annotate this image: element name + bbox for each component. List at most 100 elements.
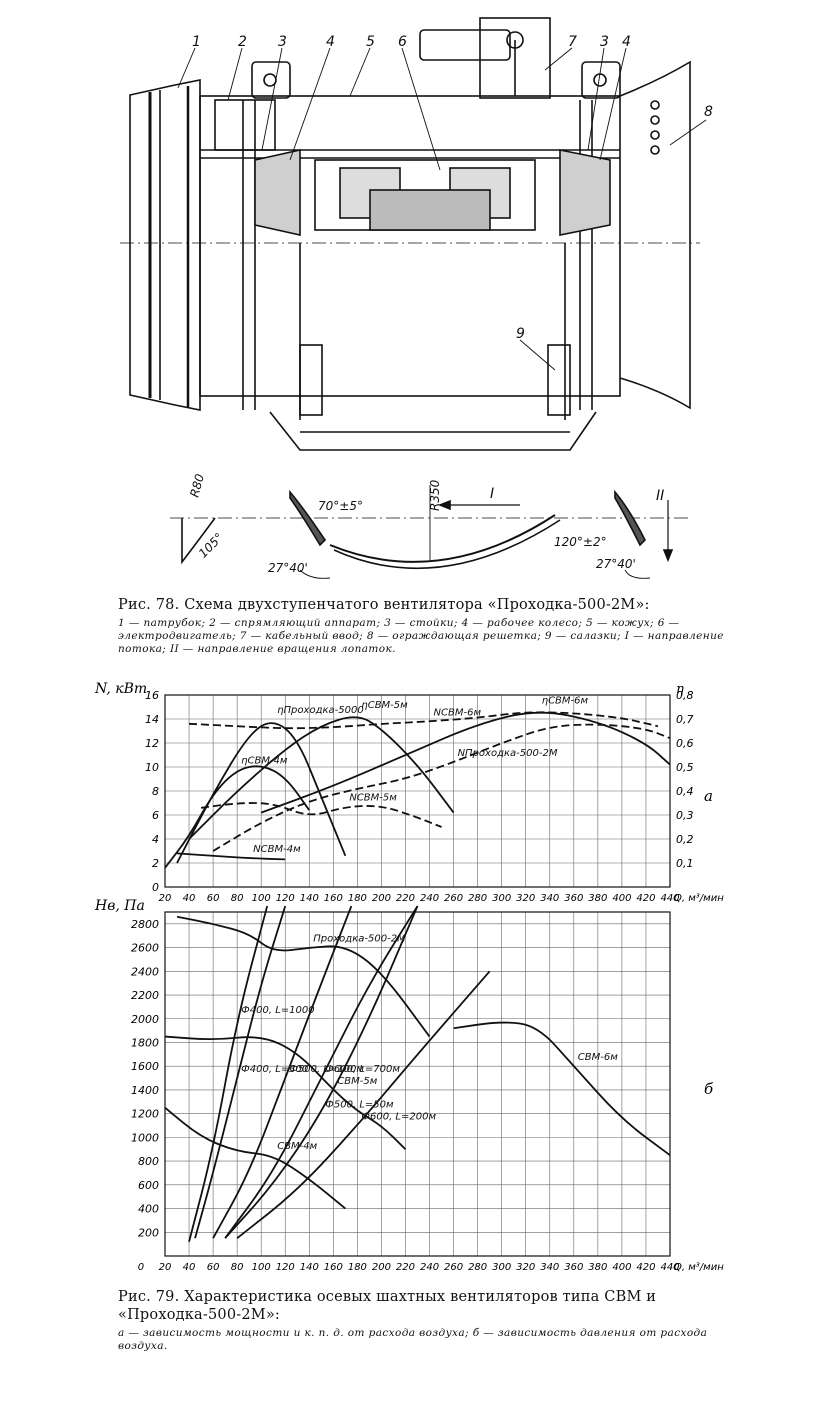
y-tick-label-0: 0 xyxy=(152,881,159,894)
dir-rotation: II xyxy=(656,488,664,504)
plot-frame xyxy=(164,694,671,888)
x-tick-label-18: 360 xyxy=(564,1262,583,1273)
callout-1: 1 xyxy=(192,34,201,50)
x-tick-label-6: 120 xyxy=(276,1262,295,1273)
dim-120: 120°±2° xyxy=(554,535,607,549)
series-label-3: СВМ-4м xyxy=(277,1141,317,1152)
x-axis-label: Q, м³/мин xyxy=(674,893,724,904)
dim-r80: R80 xyxy=(187,472,207,499)
series-label-3: ηПроходка-5000 xyxy=(277,705,364,716)
series-line-0 xyxy=(189,711,659,730)
y2-axis-label: η xyxy=(676,682,684,697)
y-tick-label-3: 800 xyxy=(138,1155,159,1168)
x-tick-label-19: 380 xyxy=(588,1262,607,1273)
figure-78-legend: 1 — патрубок; 2 — спрямляющий аппарат; 3… xyxy=(118,617,724,656)
callout-2: 2 xyxy=(238,34,247,50)
y-tick-label-11: 2400 xyxy=(131,965,159,978)
series-line-1 xyxy=(164,1035,407,1150)
series-line-2 xyxy=(453,1021,671,1156)
y-tick-label-5: 10 xyxy=(145,761,159,774)
callout-8: 8 xyxy=(704,104,713,120)
y-tick-label-5: 1200 xyxy=(131,1108,159,1121)
sled xyxy=(269,411,597,451)
y-tick-label-8: 1800 xyxy=(131,1036,159,1049)
series-line-7 xyxy=(176,852,286,861)
figure-79-caption: Рис. 79. Характеристика осевых шахтных в… xyxy=(118,1288,738,1354)
callout-4b: 4 xyxy=(622,34,631,50)
x-tick-label-8: 160 xyxy=(324,1262,343,1273)
x-tick-label-11: 220 xyxy=(396,1262,415,1273)
series-line-7 xyxy=(224,905,419,1239)
series-line-5 xyxy=(188,905,269,1242)
dim-70: 70°±5° xyxy=(318,499,363,513)
series-label-1: ηСВМ-5м xyxy=(361,700,408,711)
y2-tick-label-0: 0,1 xyxy=(676,857,694,870)
y-tick-label-8: 16 xyxy=(145,689,159,702)
x-tick-label-14: 300 xyxy=(492,893,511,904)
series-line-9 xyxy=(224,905,419,1239)
x-tick-label-9: 200 xyxy=(372,893,391,904)
panel-label: б xyxy=(704,1080,714,1098)
y-axis-label: Hв, Па xyxy=(94,898,145,914)
cable-entry xyxy=(419,29,511,61)
x-tick-label-8: 180 xyxy=(348,893,367,904)
series-label-4: NПроходка-500-2М xyxy=(458,748,558,759)
x-tick-label-21: 420 xyxy=(636,1262,655,1273)
y-tick-label-3: 6 xyxy=(152,809,159,822)
x-tick-label-2: 40 xyxy=(183,1262,196,1273)
x-tick-label-16: 340 xyxy=(540,893,559,904)
y-tick-label-2: 600 xyxy=(138,1179,159,1192)
callout-4: 4 xyxy=(326,34,335,50)
inlet-pipe xyxy=(129,79,201,411)
dim-r350: R350 xyxy=(428,479,442,511)
x-tick-label-16: 320 xyxy=(516,1262,535,1273)
x-tick-label-19: 400 xyxy=(612,893,631,904)
x-axis-label: Q, м³/мин xyxy=(674,1262,724,1273)
y-tick-label-0: 200 xyxy=(138,1226,159,1239)
callout-7: 7 xyxy=(568,34,577,50)
dim-2740-right: 27°40' xyxy=(596,557,636,571)
series-label-2: ηСВМ-6м xyxy=(542,695,589,706)
casing xyxy=(199,95,621,397)
x-tick-label-12: 260 xyxy=(444,893,463,904)
series-label-5: ηСВМ-4м xyxy=(241,755,288,766)
y2-tick-label-7: 0,8 xyxy=(676,689,694,702)
x-tick-label-4: 100 xyxy=(252,893,271,904)
x-tick-label-1: 20 xyxy=(159,1262,172,1273)
figure-78-title: Рис. 78. Схема двухступенчатого вентилят… xyxy=(118,597,650,613)
dim-2740-left: 27°40' xyxy=(268,561,308,575)
y-tick-label-6: 1400 xyxy=(131,1084,159,1097)
series-label-8: Ф600, L=200м xyxy=(361,1112,436,1123)
x-tick-label-6: 140 xyxy=(300,893,319,904)
series-label-0: NСВМ-6м xyxy=(434,707,482,718)
y-tick-label-4: 1000 xyxy=(131,1131,159,1144)
series-line-6 xyxy=(212,905,353,1239)
series-line-1 xyxy=(188,716,455,840)
x-tick-label-17: 340 xyxy=(540,1262,559,1273)
series-line-5 xyxy=(164,765,311,869)
series-label-9: Ф600, L=700м xyxy=(325,1064,400,1075)
series-label-1: СВМ-5м xyxy=(337,1076,377,1087)
x-tick-label-21: 440 xyxy=(660,893,679,904)
series-label-5: Ф400, L=1000 xyxy=(241,1005,314,1016)
y-axis-label: N, кВт xyxy=(94,681,147,697)
x-tick-label-15: 300 xyxy=(492,1262,511,1273)
callout-3: 3 xyxy=(278,34,287,50)
x-tick-label-20: 420 xyxy=(636,893,655,904)
x-tick-label-3: 60 xyxy=(207,1262,220,1273)
series-line-2 xyxy=(260,711,671,814)
series-line-8 xyxy=(236,970,491,1239)
x-tick-label-5: 120 xyxy=(276,893,295,904)
x-tick-label-5: 100 xyxy=(252,1262,271,1273)
x-tick-label-12: 240 xyxy=(420,1262,439,1273)
x-tick-label-14: 280 xyxy=(468,1262,487,1273)
figure-79-title: Рис. 79. Характеристика осевых шахтных в… xyxy=(118,1289,657,1324)
panel-label: а xyxy=(704,787,713,805)
y-tick-label-7: 14 xyxy=(145,713,159,726)
x-tick-label-15: 320 xyxy=(516,893,535,904)
x-tick-label-0: 0 xyxy=(138,1262,144,1273)
x-tick-label-4: 80 xyxy=(231,1262,244,1273)
